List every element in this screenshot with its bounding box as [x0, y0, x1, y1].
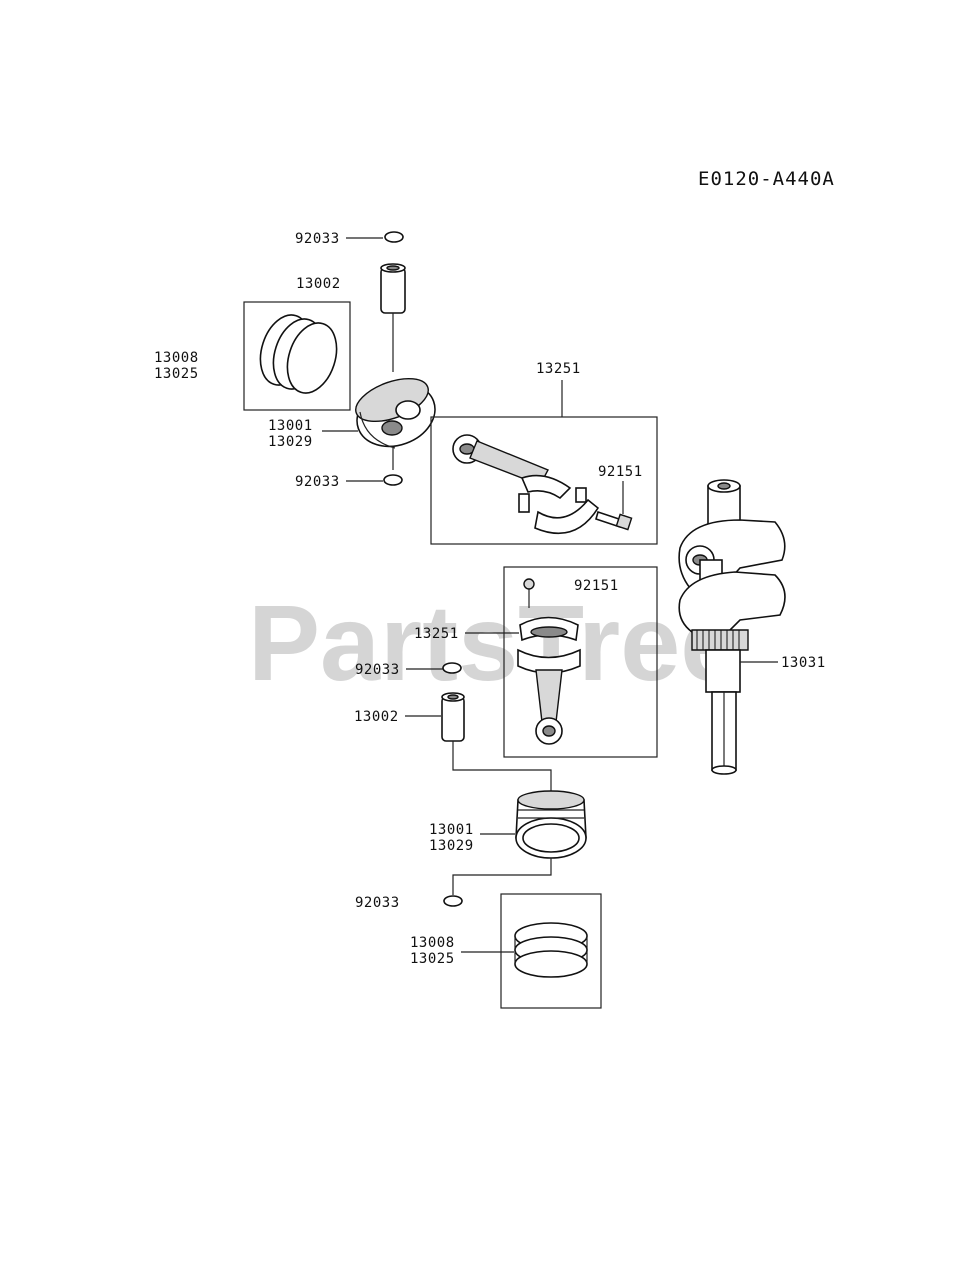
part-label-92151[interactable]: 92151 — [598, 464, 643, 480]
part-label-13251[interactable]: 13251 — [536, 361, 581, 377]
part-label-13025[interactable]: 13025 — [410, 951, 455, 967]
piston-icon[interactable] — [348, 370, 444, 457]
part-label-92151[interactable]: 92151 — [574, 578, 619, 594]
circlip-icon[interactable]: 92033 — [295, 448, 403, 490]
crankshaft-icon[interactable] — [678, 479, 786, 775]
diagram-code: E0120-A440A — [698, 168, 835, 190]
part-label-13008[interactable]: 13008 — [410, 935, 455, 951]
part-label-92033[interactable]: 92033 — [295, 474, 340, 490]
part-label-92033[interactable]: 92033 — [295, 231, 340, 247]
connecting-rod-icon[interactable] — [503, 566, 658, 758]
part-label-92033[interactable]: 92033 — [355, 662, 400, 678]
connecting-rod-icon[interactable]: 13251 — [430, 361, 658, 545]
part-label-13001[interactable]: 13001 — [268, 418, 313, 434]
circlip-icon[interactable]: 92033 — [355, 662, 462, 678]
part-label-13031[interactable]: 13031 — [781, 655, 826, 671]
part-label-13029[interactable]: 13029 — [268, 434, 313, 450]
part-label-13001[interactable]: 13001 — [429, 822, 474, 838]
part-label-13008[interactable]: 13008 — [154, 350, 199, 366]
part-label-13002[interactable]: 13002 — [354, 709, 399, 725]
piston-rings-icon[interactable] — [243, 301, 351, 411]
part-label-13002[interactable]: 13002 — [296, 276, 341, 292]
piston-icon[interactable] — [515, 790, 587, 859]
piston-rings-icon[interactable] — [500, 893, 602, 1009]
piston-pin-icon[interactable] — [441, 692, 465, 742]
piston-pin-icon[interactable] — [380, 263, 406, 372]
part-label-13251[interactable]: 13251 — [414, 626, 459, 642]
circlip-icon[interactable]: 92033 — [295, 231, 404, 247]
part-label-13025[interactable]: 13025 — [154, 366, 199, 382]
part-label-13029[interactable]: 13029 — [429, 838, 474, 854]
circlip-icon[interactable] — [443, 895, 463, 907]
watermark-text: PartsTree — [248, 582, 740, 703]
part-label-92033[interactable]: 92033 — [355, 895, 400, 911]
